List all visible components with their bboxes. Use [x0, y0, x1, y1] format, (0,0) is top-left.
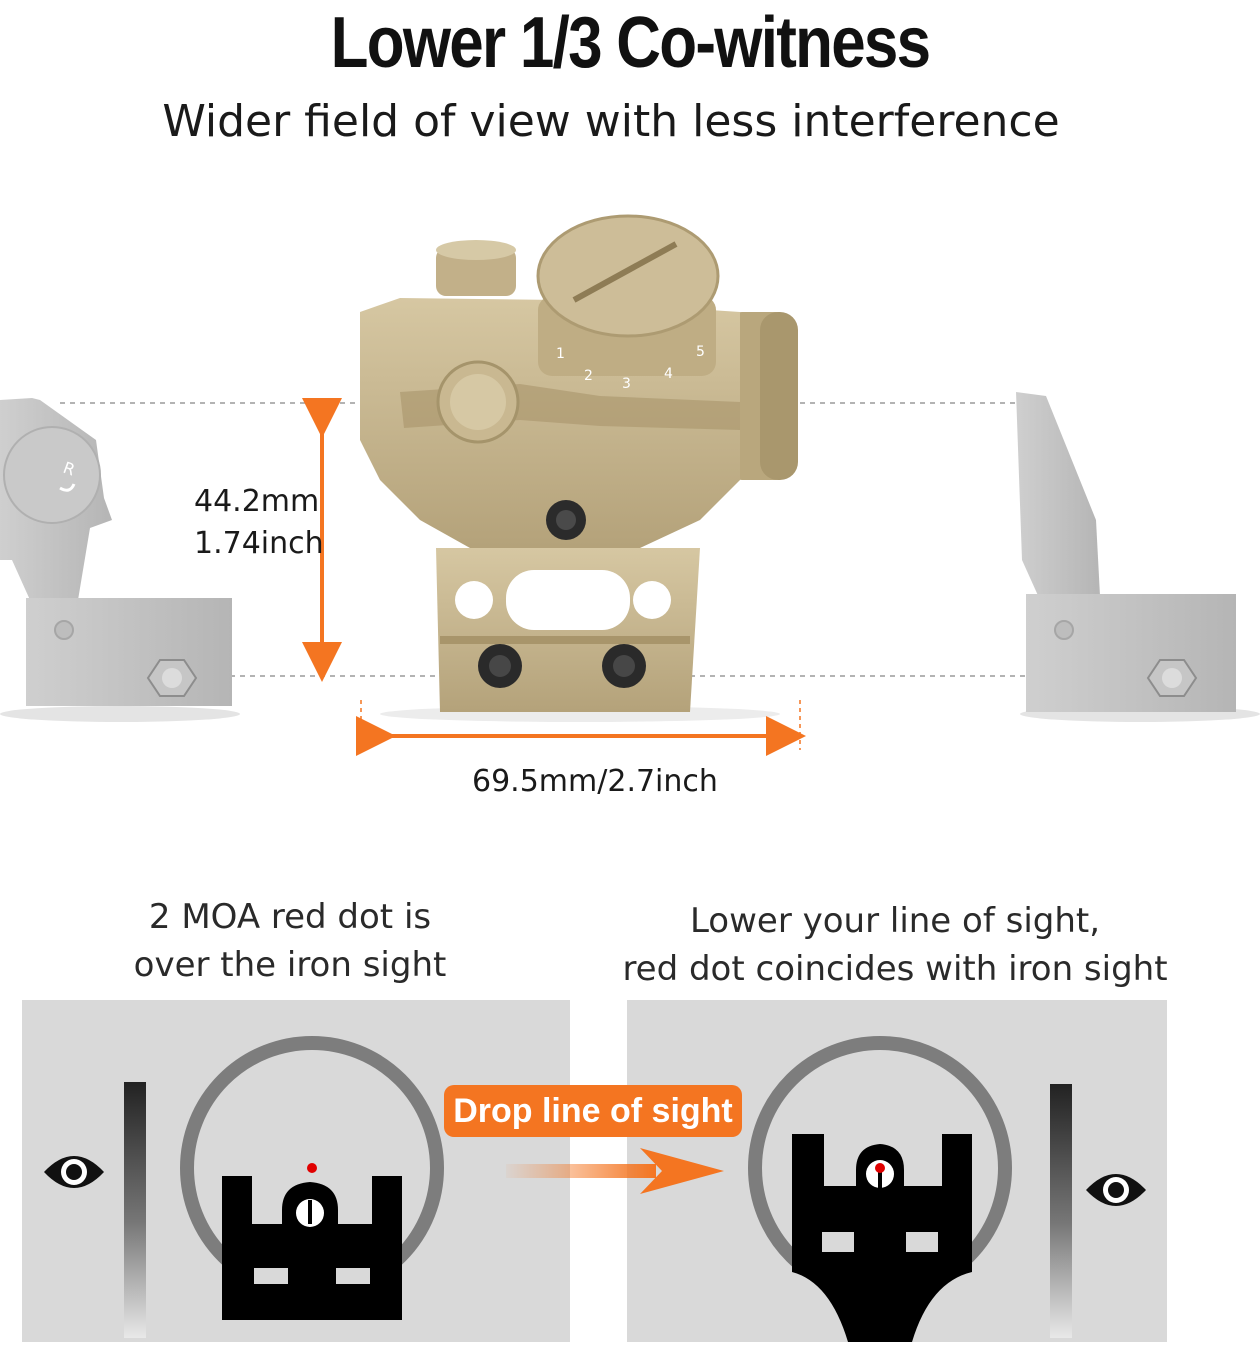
- height-inch: 1.74inch: [194, 526, 324, 561]
- right-caption-line2: red dot coincides with iron sight: [622, 949, 1168, 989]
- dial-number-3: 3: [622, 376, 631, 392]
- eye-icon: [44, 1156, 104, 1188]
- right-view-panel: [627, 1000, 1167, 1342]
- left-view-panel: [22, 1000, 570, 1342]
- left-caption-line2: over the iron sight: [133, 945, 447, 985]
- dial-number-5: 5: [696, 344, 705, 360]
- page-title: Lower 1/3 Co-witness: [330, 3, 931, 83]
- left-caption: 2 MOA red dot is over the iron sight: [80, 893, 500, 989]
- red-dot-aligned: [875, 1163, 885, 1173]
- rear-iron-sight: R: [0, 398, 240, 722]
- drop-line-of-sight-badge: Drop line of sight: [444, 1085, 742, 1137]
- red-dot-sight: 1 2 3 4 5: [360, 214, 798, 722]
- eye-icon: [1086, 1174, 1146, 1206]
- page-subtitle: Wider field of view with less interferen…: [162, 96, 1060, 147]
- right-caption-line1: Lower your line of sight,: [689, 901, 1101, 941]
- height-dimension-label: 44.2mm 1.74inch: [194, 481, 324, 565]
- front-iron-sight: [1016, 392, 1260, 722]
- left-caption-line1: 2 MOA red dot is: [148, 897, 432, 937]
- dial-number-2: 2: [584, 368, 593, 384]
- right-caption: Lower your line of sight, red dot coinci…: [600, 897, 1190, 993]
- height-mm: 44.2mm: [194, 484, 320, 519]
- red-dot: [307, 1163, 317, 1173]
- width-dimension-label: 69.5mm/2.7inch: [472, 764, 718, 799]
- dial-number-4: 4: [664, 366, 673, 382]
- dial-number-1: 1: [556, 346, 565, 362]
- arrow-right-icon: [506, 1148, 724, 1194]
